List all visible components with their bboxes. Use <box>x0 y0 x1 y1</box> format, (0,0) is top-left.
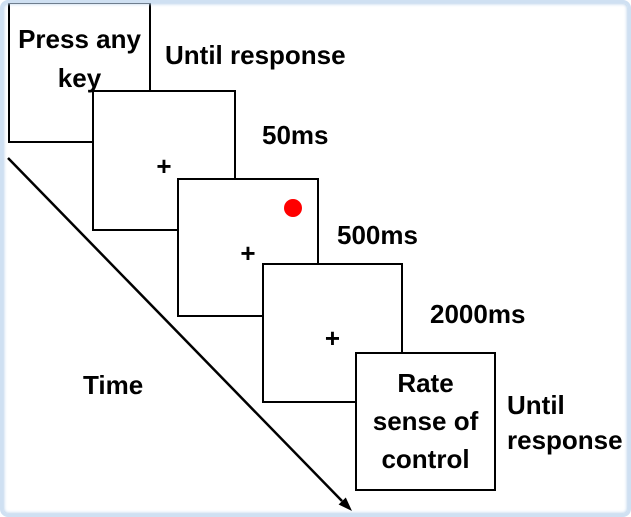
duration-label-4: 2000ms <box>430 296 525 332</box>
duration-text: Until <box>507 390 565 420</box>
time-arrow-shaft <box>7 157 343 502</box>
duration-text: response <box>507 425 623 455</box>
duration-text: 500ms <box>337 220 418 250</box>
screen-text-line: key <box>57 63 102 93</box>
screen-instruction-text: Press any key <box>10 20 149 98</box>
screen-target: + <box>177 178 319 317</box>
screen-text-line: Rate <box>397 368 454 398</box>
screen-text-line: control <box>381 444 470 474</box>
fixation-cross: + <box>324 323 341 354</box>
screen-text-line: Press any <box>18 24 141 54</box>
fixation-cross: + <box>156 150 172 181</box>
screen-rating: Rate sense of control <box>355 352 496 491</box>
duration-text: 50ms <box>262 120 329 150</box>
time-arrow-head <box>338 497 352 511</box>
screen-text-line: sense of <box>372 406 479 436</box>
duration-text: 2000ms <box>430 299 526 329</box>
red-dot-stimulus <box>284 199 302 217</box>
duration-text: Until response <box>165 40 346 70</box>
screen-rating-text: Rate sense of control <box>357 364 494 478</box>
time-label: Time <box>83 370 144 400</box>
duration-label-5: Until response <box>507 388 623 458</box>
duration-label-3: 500ms <box>337 217 418 253</box>
duration-label-2: 50ms <box>262 117 329 153</box>
fixation-cross: + <box>240 237 256 268</box>
duration-label-1: Until response <box>165 37 346 73</box>
